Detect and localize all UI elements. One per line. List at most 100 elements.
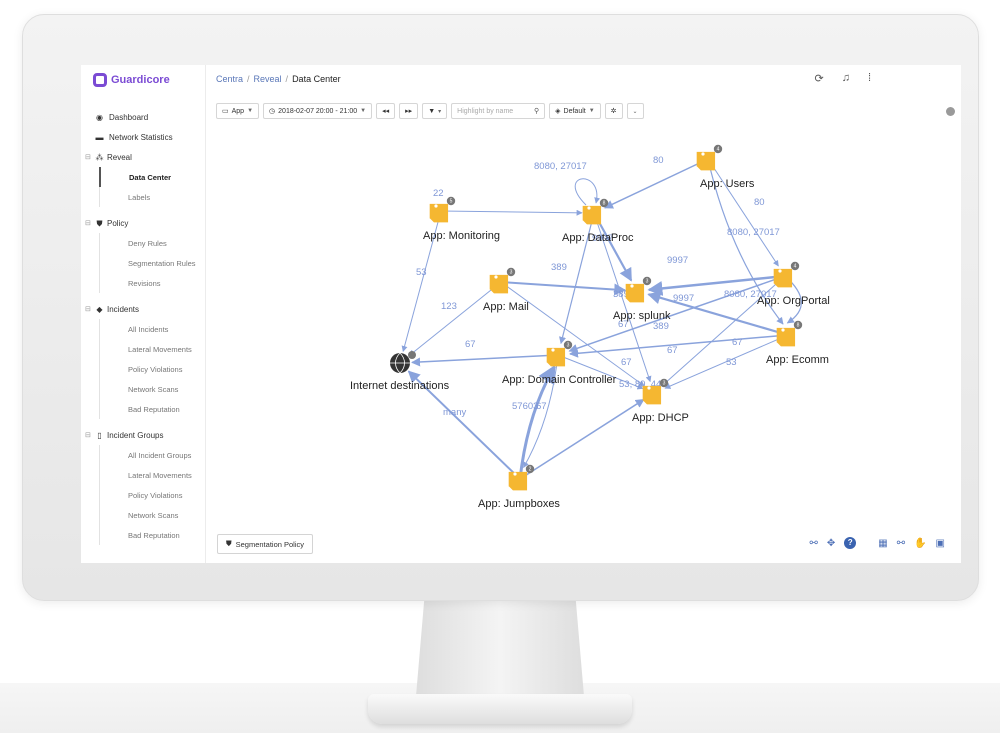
collapse-icon[interactable]: ⊟: [85, 220, 91, 227]
sidebar-item-group-network-scans[interactable]: Network Scans: [99, 505, 205, 525]
filter-icon: ▼: [428, 107, 436, 115]
connection-edge[interactable]: [408, 281, 502, 356]
connection-edge[interactable]: [411, 354, 559, 367]
share-icon[interactable]: ⚯: [809, 537, 818, 549]
connection-edge[interactable]: [440, 209, 583, 216]
connection-edge[interactable]: [500, 281, 645, 387]
sidebar-item-dashboard[interactable]: ◉ Dashboard: [81, 107, 205, 127]
move-icon[interactable]: ✥: [826, 537, 836, 549]
connection-edge[interactable]: [401, 210, 442, 352]
connection-edge[interactable]: [593, 212, 652, 383]
connection-edge[interactable]: [664, 334, 789, 389]
tag-hole: [434, 204, 438, 208]
sidebar-item-data-center[interactable]: Data Center: [99, 167, 205, 187]
sidebar-item-all-incidents[interactable]: All Incidents: [99, 319, 205, 339]
sidebar-item-bad-reputation[interactable]: Bad Reputation: [99, 399, 205, 419]
connection-edge[interactable]: [707, 158, 779, 267]
collapse-icon[interactable]: ⊟: [85, 306, 91, 313]
collapse-icon[interactable]: ⊟: [85, 154, 91, 161]
legend-icon[interactable]: ▣: [935, 537, 945, 549]
table-icon[interactable]: ▦: [878, 537, 888, 549]
graph-view-button[interactable]: ✲: [604, 103, 623, 119]
edge-port-label: 123: [441, 301, 457, 312]
node-badge: [506, 267, 516, 277]
sidebar-item-incidents[interactable]: ⊟ ◆ Incidents: [81, 299, 205, 319]
more-dropdown[interactable]: ⌄: [626, 103, 644, 119]
highlight-search[interactable]: Highlight by name ⚲: [451, 103, 546, 119]
rewind-button[interactable]: ◂◂: [376, 103, 396, 119]
sidebar-item-all-incident-groups[interactable]: All Incident Groups: [99, 445, 205, 465]
link-icon[interactable]: ⚯: [896, 537, 906, 549]
sidebar-item-group-lateral-movements[interactable]: Lateral Movements: [99, 465, 205, 485]
connection-edge[interactable]: [574, 178, 601, 206]
connection-edge[interactable]: [500, 281, 627, 296]
sidebar-item-network-scans[interactable]: Network Scans: [99, 379, 205, 399]
connection-edge[interactable]: [604, 158, 709, 209]
node-badge: [408, 351, 416, 359]
sidebar-item-revisions[interactable]: Revisions: [99, 273, 205, 293]
sidebar-item-incident-groups[interactable]: ⊟ ▯ Incident Groups: [81, 425, 205, 445]
qr-icon[interactable]: ⁞: [867, 72, 871, 84]
connection-edge[interactable]: [569, 334, 789, 358]
sidebar-item-label: Incident Groups: [107, 430, 164, 440]
sidebar-item-group-policy-violations[interactable]: Policy Violations: [99, 485, 205, 505]
pan-icon[interactable]: ✋: [914, 537, 927, 549]
connection-edge[interactable]: [647, 274, 786, 296]
segmentation-policy-button[interactable]: ⛊ Segmentation Policy: [217, 534, 313, 554]
app-tag-icon: [642, 385, 662, 405]
node-badge-count: 5: [450, 199, 453, 205]
time-range-value: 2018-02-07 20:00 - 21:00: [278, 107, 358, 115]
sidebar-item-labels[interactable]: Labels: [99, 187, 205, 207]
search-input[interactable]: Highlight by name: [457, 107, 514, 115]
reveal-icon: ⁂: [95, 152, 104, 162]
connection-edge[interactable]: [662, 275, 786, 386]
connection-edge[interactable]: [557, 354, 644, 390]
connection-edge[interactable]: [559, 212, 595, 345]
time-range-dropdown[interactable]: ◷ 2018-02-07 20:00 - 21:00 ▼: [263, 103, 373, 119]
clock-icon: ◷: [269, 108, 276, 115]
filter-dropdown[interactable]: ▼ ▾: [422, 103, 448, 119]
edge-port-label: 8080, 27017: [534, 161, 587, 172]
status-indicator[interactable]: [946, 107, 955, 116]
layout-dropdown[interactable]: ◈ Default ▼: [549, 103, 601, 119]
refresh-icon[interactable]: ⟳: [814, 73, 824, 85]
sidebar-item-segmentation-rules[interactable]: Segmentation Rules: [99, 253, 205, 273]
edge-port-label: 389: [551, 262, 567, 273]
collapse-icon[interactable]: ⊟: [85, 432, 91, 439]
node-internet[interactable]: Internet destinations: [350, 351, 450, 392]
node-badge-count: 3: [663, 381, 666, 387]
sidebar-item-label: Reveal: [107, 152, 132, 162]
connection-edge[interactable]: [407, 370, 521, 480]
sidebar-item-group-bad-reputation[interactable]: Bad Reputation: [99, 525, 205, 545]
breadcrumb-reveal[interactable]: Reveal: [253, 74, 282, 84]
sidebar-item-deny-rules[interactable]: Deny Rules: [99, 233, 205, 253]
fast-forward-button[interactable]: ▸▸: [399, 103, 419, 119]
breadcrumb-centra[interactable]: Centra: [216, 74, 244, 84]
help-icon[interactable]: ?: [844, 537, 857, 549]
connection-edge[interactable]: [707, 158, 784, 325]
sidebar-item-network-statistics[interactable]: ▬ Network Statistics: [81, 127, 205, 147]
bell-icon[interactable]: ♫: [841, 72, 850, 84]
connection-edge[interactable]: [518, 364, 556, 480]
connection-edge[interactable]: [519, 398, 645, 480]
sidebar-item-lateral-movements[interactable]: Lateral Movements: [99, 339, 205, 359]
sidebar-item-policy[interactable]: ⊟ ⛊ Policy: [81, 213, 205, 233]
group-by-dropdown[interactable]: ▭ App ▼: [216, 103, 260, 119]
connection-edge[interactable]: [523, 354, 559, 469]
sidebar-item-reveal[interactable]: ⊟ ⁂ Reveal: [81, 147, 205, 167]
connection-edge[interactable]: [647, 291, 789, 337]
sidebar-item-policy-violations[interactable]: Policy Violations: [99, 359, 205, 379]
node-label: App: OrgPortal: [757, 295, 830, 307]
connection-edge[interactable]: [568, 275, 786, 353]
